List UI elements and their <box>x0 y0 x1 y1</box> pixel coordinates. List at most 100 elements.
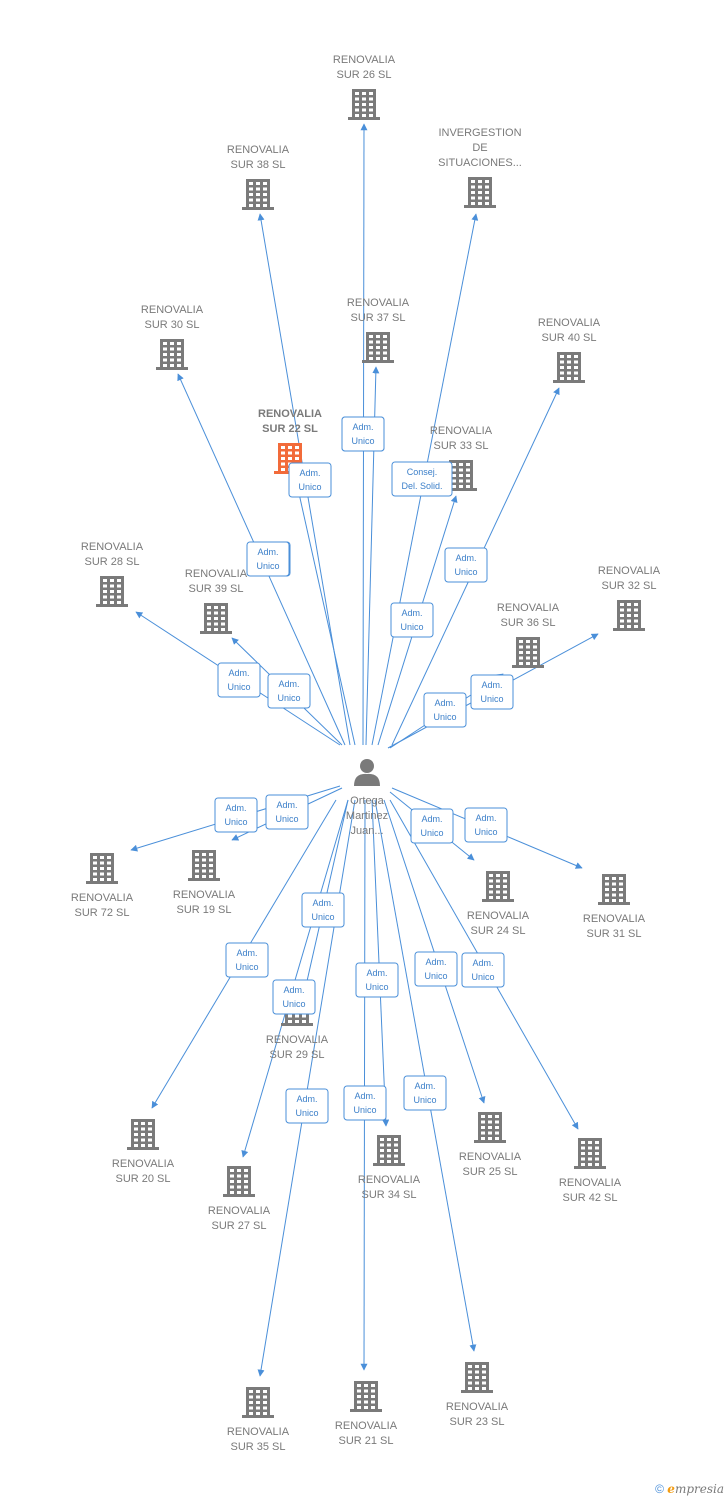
edge-label-sur25[interactable]: Adm.Unico <box>414 951 458 987</box>
building-icon <box>242 179 274 210</box>
edge-label-sur21[interactable]: Adm.Unico <box>343 1085 387 1121</box>
edge-label-line: Adm. <box>283 985 304 995</box>
person-name-line: Ortega <box>350 795 385 807</box>
edge-label-line: Adm. <box>472 958 493 968</box>
edge-label-line: Unico <box>275 814 298 824</box>
edge-sur27 <box>241 799 349 1158</box>
company-name-line: SUR 34 SL <box>361 1189 416 1201</box>
edge-label-sur33[interactable]: Adm.Unico <box>390 602 434 638</box>
company-name-line: SUR 36 SL <box>500 617 555 629</box>
company-name-line: SITUACIONES... <box>438 157 522 169</box>
edge-label-sur20[interactable]: Adm.Unico <box>225 942 269 978</box>
edge-label-line: Adm. <box>299 468 320 478</box>
edge-label-line: Adm. <box>425 957 446 967</box>
edge-label-sur42[interactable]: Adm.Unico <box>461 952 505 988</box>
building-icon <box>86 853 118 884</box>
company-name-line: RENOVALIA <box>598 565 661 577</box>
company-node-sur20[interactable]: RENOVALIA SUR 20 SL <box>112 1119 175 1185</box>
edge-label-sur28[interactable]: Adm.Unico <box>217 662 261 698</box>
edge-label-line: Adm. <box>312 898 333 908</box>
edge-label-sur27[interactable]: Adm. Unico <box>272 979 316 1015</box>
company-name-line: INVERGESTION <box>438 127 521 139</box>
company-name-line: SUR 38 SL <box>230 159 285 171</box>
company-name-line: SUR 24 SL <box>470 925 525 937</box>
company-name-line: SUR 33 SL <box>433 440 488 452</box>
edge-label-line: Adm. <box>236 948 257 958</box>
company-name-line: RENOVALIA <box>467 910 530 922</box>
company-node-sur19[interactable]: RENOVALIA SUR 19 SL <box>173 850 236 916</box>
edge-label-sur22[interactable]: Adm.Unico <box>288 462 332 498</box>
building-icon <box>188 850 220 881</box>
edge-label-sur19[interactable]: Adm.Unico <box>265 794 309 830</box>
company-name-line: SUR 19 SL <box>176 904 231 916</box>
edge-label-sur32[interactable]: Adm.Unico <box>470 674 514 710</box>
edge-label-line: Unico <box>282 999 305 1009</box>
edge-label-line: Unico <box>474 827 497 837</box>
building-icon <box>127 1119 159 1150</box>
edge-label-sur35[interactable]: Adm.Unico <box>285 1088 329 1124</box>
edge-label-sur31[interactable]: Adm.Unico <box>464 807 508 843</box>
edge-label-sur40[interactable]: Adm.Unico <box>444 547 488 583</box>
company-name-line: RENOVALIA <box>538 317 601 329</box>
building-icon <box>461 1362 493 1393</box>
company-node-sur32[interactable]: RENOVALIA SUR 32 SL <box>598 565 661 631</box>
company-name-line: SUR 40 SL <box>541 332 596 344</box>
company-name-line: RENOVALIA <box>185 568 248 580</box>
building-icon <box>574 1138 606 1169</box>
edge-label-line: Unico <box>256 561 279 571</box>
company-name-line: RENOVALIA <box>112 1158 175 1170</box>
copyright-symbol: © <box>655 1482 664 1496</box>
edge-label-line: Unico <box>295 1108 318 1118</box>
company-name-line: RENOVALIA <box>583 913 646 925</box>
company-name-line: RENOVALIA <box>173 889 236 901</box>
person-name-line: Juan... <box>350 825 383 837</box>
edge-label-line: Adm. <box>354 1091 375 1101</box>
company-name-line: SUR 20 SL <box>115 1173 170 1185</box>
edge-label-sur23[interactable]: Adm.Unico <box>403 1075 447 1111</box>
edge-label-sur39[interactable]: Adm.Unico <box>267 673 311 709</box>
edge-sur21 <box>360 799 368 1371</box>
company-node-invergestion[interactable]: INVERGESTIONDESITUACIONES... <box>438 127 522 208</box>
company-name-line: RENOVALIA <box>227 1426 290 1438</box>
edge-label-sur29[interactable]: Adm.Unico <box>301 892 345 928</box>
company-node-sur40[interactable]: RENOVALIA SUR 40 SL <box>538 317 601 383</box>
company-name-line: RENOVALIA <box>258 408 322 420</box>
edge-label-sur30[interactable]: Adm. Unico <box>246 541 290 577</box>
edge-label-sur34[interactable]: Adm.Unico <box>355 962 399 998</box>
company-name-line: RENOVALIA <box>559 1177 622 1189</box>
edge-label-line: Adm. <box>366 968 387 978</box>
edge-label-sur37[interactable]: Adm.Unico <box>341 416 385 452</box>
center-person[interactable]: OrtegaMartinezJuan... <box>346 759 388 837</box>
footer-brand[interactable]: © empresia <box>655 1482 724 1496</box>
edge-label-line: Adm. <box>257 547 278 557</box>
edge-label-line: Unico <box>433 712 456 722</box>
company-node-sur24[interactable]: RENOVALIA SUR 24 SL <box>467 871 530 937</box>
edge-label-sur24[interactable]: Adm.Unico <box>410 808 454 844</box>
edge-label-sur72[interactable]: Adm.Unico <box>214 797 258 833</box>
company-node-sur31[interactable]: RENOVALIA SUR 31 SL <box>583 874 646 940</box>
company-name-line: SUR 31 SL <box>586 928 641 940</box>
company-name-line: RENOVALIA <box>459 1151 522 1163</box>
edge-label-invergestion[interactable]: Consej.Del. Solid. <box>391 461 453 497</box>
edge-label-sur36[interactable]: Adm.Unico <box>423 692 467 728</box>
company-name-line: SUR 32 SL <box>601 580 656 592</box>
